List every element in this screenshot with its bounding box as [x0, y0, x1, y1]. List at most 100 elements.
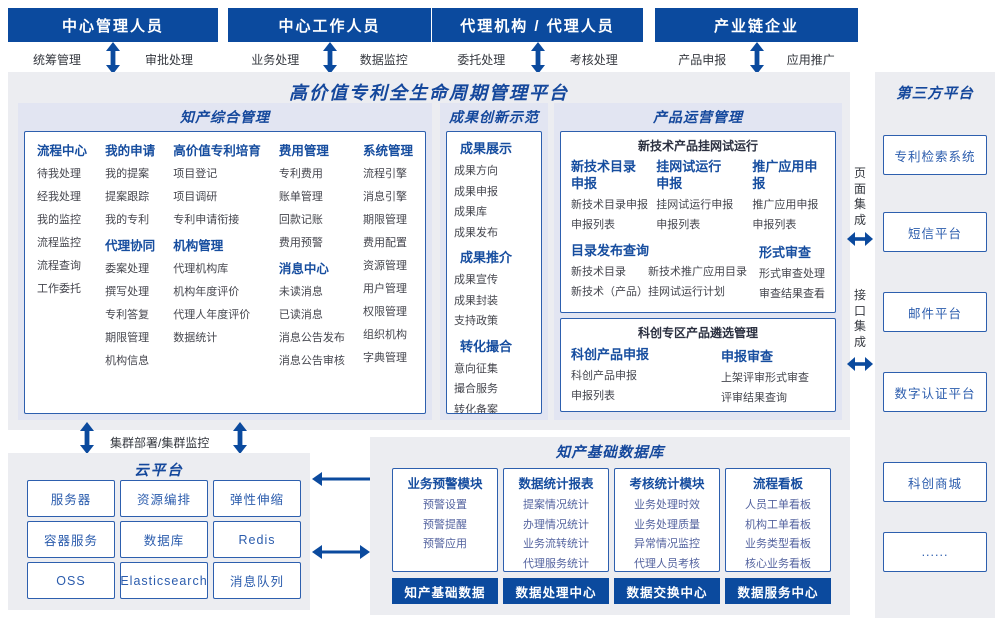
module-item: 代理服务统计	[523, 557, 589, 570]
ip-management-menu: 流程中心待我处理经我处理我的监控流程监控流程查询工作委托我的申请我的提案提案跟踪…	[24, 131, 426, 414]
menu-item: 未读消息	[278, 286, 323, 298]
menu-item: 推广应用申报	[752, 199, 819, 211]
group-items: 未读消息已读消息消息公告发布消息公告审核	[279, 281, 345, 373]
menu-item: 流程查询	[37, 260, 81, 272]
menu-item: 机构年度评价	[173, 286, 240, 298]
menu-group: 推广应用申报推广应用申报申报列表	[752, 158, 825, 235]
data-center-bar: 数据交换中心	[614, 578, 720, 604]
menu-item: 科创产品申报	[571, 370, 637, 382]
third-party-box: 邮件平台	[883, 292, 987, 332]
menu-item: 新技术目录	[571, 266, 626, 278]
group-items: 成果宣传成果封装支持政策	[454, 270, 541, 332]
menu-item: 挂网试运行申报	[656, 199, 734, 211]
menu-item: 专利申请衔接	[173, 214, 240, 226]
menu-group: 挂网试运行申报挂网试运行申报申报列表	[656, 158, 752, 235]
group-title: 消息中心	[278, 262, 329, 276]
menu-item: 评审结果查询	[721, 392, 787, 404]
menu-column: 系统管理流程引擎消息引擎期限管理费用配置资源管理用户管理权限管理组织机构字典管理	[363, 139, 413, 413]
ip-database-title: 知产基础数据库	[555, 445, 665, 461]
group-items: 委案处理撰写处理专利答复期限管理机构信息	[105, 258, 155, 373]
menu-item: 申报列表	[656, 219, 701, 231]
menu-item: 审查结果查看	[759, 288, 825, 300]
group-title: 代理协同	[105, 239, 156, 253]
ip-database-panel: 知产基础数据库 业务预警模块预警设置预警提醒预警应用数据统计报表提案情况统计办理…	[370, 437, 850, 615]
horizontal-left-arrow-icon	[312, 472, 370, 486]
menu-item: 代理机构库	[173, 263, 229, 275]
page-integration-label: 页面集成	[853, 166, 866, 227]
third-party-panel: 第三方平台 专利检索系统短信平台邮件平台数字认证平台科创商城......	[875, 72, 995, 618]
section-product-operations: 产品运营管理 新技术产品挂网试运行 新技术目录申报新技术目录申报申报列表挂网试运…	[554, 103, 842, 420]
group-title: 推广应用申报	[752, 159, 818, 191]
menu-item: 工作委托	[37, 283, 81, 295]
data-center-bar: 知产基础数据	[392, 578, 498, 604]
group-items: 我的提案提案跟踪我的专利	[105, 163, 155, 232]
api-integration-label: 接口集成	[853, 288, 866, 349]
group-items: 挂网试运行申报申报列表	[656, 195, 752, 235]
group-title: 形式审查	[759, 245, 812, 260]
menu-group: 成果展示成果方向成果申报成果库成果发布	[454, 136, 541, 243]
menu-column: 高价值专利培育项目登记项目调研专利申请衔接机构管理代理机构库机构年度评价代理人年…	[173, 139, 261, 413]
menu-group: 流程中心待我处理经我处理我的监控流程监控流程查询工作委托	[37, 139, 87, 301]
group-title: 流程中心	[37, 144, 88, 158]
menu-item: 已读消息	[278, 309, 323, 321]
menu-item: 费用配置	[362, 237, 407, 249]
third-party-box: 短信平台	[883, 212, 987, 252]
cloud-service-box: 消息队列	[213, 562, 301, 599]
cloud-service-box: 资源编排	[120, 480, 208, 517]
group-items: 上架评审形式审查评审结果查询	[721, 368, 809, 408]
menu-group: 系统管理流程引擎消息引擎期限管理费用配置资源管理用户管理权限管理组织机构字典管理	[363, 139, 413, 370]
menu-item: 专利答复	[105, 309, 150, 321]
role-block-enterprise: 产业链企业 产品申报 应用推广	[655, 8, 858, 74]
role-title: 产业链企业	[655, 8, 858, 42]
menu-group: 代理协同委案处理撰写处理专利答复期限管理机构信息	[105, 234, 155, 373]
new-tech-trial-groups: 新技术目录申报新技术目录申报申报列表挂网试运行申报挂网试运行申报申报列表推广应用…	[561, 156, 835, 235]
menu-item: 上架评审形式审查	[721, 372, 809, 384]
menu-group: 高价值专利培育项目登记项目调研专利申请衔接	[173, 139, 261, 232]
menu-group: 转化撮合意向征集撮合服务转化备案	[454, 334, 541, 414]
group-title: 转化撮合	[460, 338, 513, 354]
module-item: 预警提醒	[423, 518, 467, 531]
module-item: 人员工单看板	[745, 499, 811, 511]
horizontal-double-arrow-icon	[847, 232, 873, 246]
menu-item: 转化备案	[454, 403, 498, 414]
module-item: 预警应用	[423, 538, 467, 550]
data-center-bar: 数据服务中心	[725, 578, 831, 604]
group-title: 机构管理	[173, 239, 224, 253]
menu-item: 申报列表	[571, 219, 615, 231]
menu-item: 资源管理	[362, 260, 407, 272]
third-party-title: 第三方平台	[896, 86, 974, 102]
menu-item: 成果库	[454, 206, 487, 218]
group-items: 代理机构库机构年度评价代理人年度评价数据统计	[173, 258, 261, 350]
cloud-service-box: 弹性伸缩	[213, 480, 301, 517]
horizontal-double-arrow-icon	[847, 357, 873, 371]
menu-item: 流程监控	[37, 237, 81, 249]
menu-item: 新技术（产品）挂网试运行计划	[571, 286, 725, 298]
group-items: 项目登记项目调研专利申请衔接	[173, 163, 261, 232]
section-title: 成果创新示范	[449, 109, 539, 125]
menu-item: 回款记账	[278, 214, 323, 226]
menu-item: 用户管理	[362, 283, 407, 295]
menu-item: 委案处理	[105, 263, 150, 275]
role-action-left: 产品申报	[678, 53, 727, 67]
group-items: 科创产品申报申报列表	[571, 366, 721, 406]
data-center-bar: 数据处理中心	[503, 578, 609, 604]
menu-group: 费用管理专利费用账单管理回款记账费用预警	[279, 139, 345, 255]
menu-column: 我的申请我的提案提案跟踪我的专利代理协同委案处理撰写处理专利答复期限管理机构信息	[105, 139, 155, 413]
module-title: 业务预警模块	[407, 477, 483, 491]
platform-panel: 高价值专利全生命周期管理平台 知产综合管理 流程中心待我处理经我处理我的监控流程…	[8, 72, 850, 430]
cloud-platform-title: 云平台	[134, 463, 184, 479]
module-title: 流程看板	[752, 477, 803, 491]
module-item: 预警设置	[423, 499, 467, 511]
module-item: 业务类型看板	[745, 538, 811, 550]
role-action-right: 数据监控	[359, 53, 408, 67]
menu-group: 科创产品申报科创产品申报申报列表	[571, 345, 721, 408]
vertical-double-arrow-icon	[749, 42, 764, 74]
menu-item: 新技术目录申报	[571, 199, 648, 211]
menu-item: 成果封装	[454, 294, 498, 307]
module-title: 考核统计模块	[629, 477, 705, 491]
group-items: 新技术目录申报申报列表	[571, 195, 656, 235]
section-ip-management: 知产综合管理 流程中心待我处理经我处理我的监控流程监控流程查询工作委托我的申请我…	[18, 103, 432, 420]
role-block-agency: 代理机构 / 代理人员 委托处理 考核处理	[432, 8, 643, 74]
role-title: 中心工作人员	[228, 8, 431, 42]
